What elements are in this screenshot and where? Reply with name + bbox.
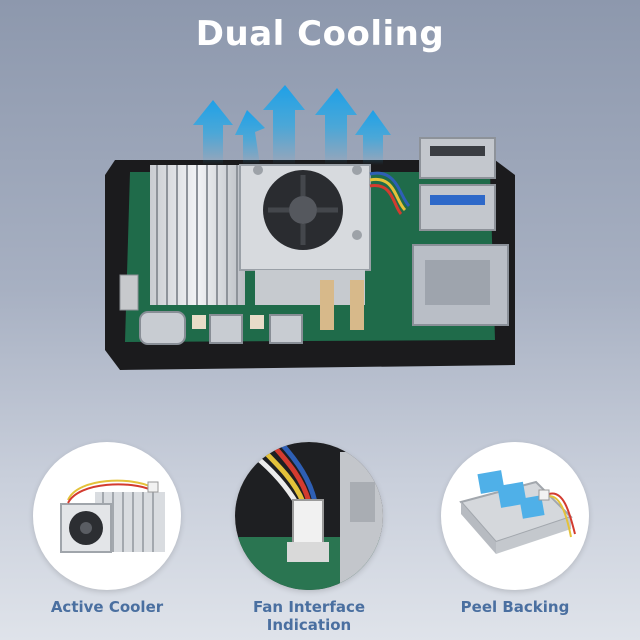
ethernet-port: [412, 244, 509, 326]
usb-ports: [419, 137, 496, 231]
feature-image-active-cooler: [33, 442, 181, 590]
heatsink: [150, 165, 245, 305]
feature-caption-fan-interface: Fan Interface Indication: [252, 598, 366, 634]
feature-image-peel-backing: [441, 442, 589, 590]
airflow-arrow-icon: [193, 85, 391, 165]
feature-caption-active-cooler: Active Cooler: [50, 598, 164, 616]
fan-icon: [239, 164, 371, 305]
feature-caption-peel-backing: Peel Backing: [460, 598, 570, 616]
feature-image-fan-interface: [235, 442, 383, 590]
hero-product-image: [105, 85, 515, 370]
page-title: Dual Cooling: [195, 14, 445, 54]
